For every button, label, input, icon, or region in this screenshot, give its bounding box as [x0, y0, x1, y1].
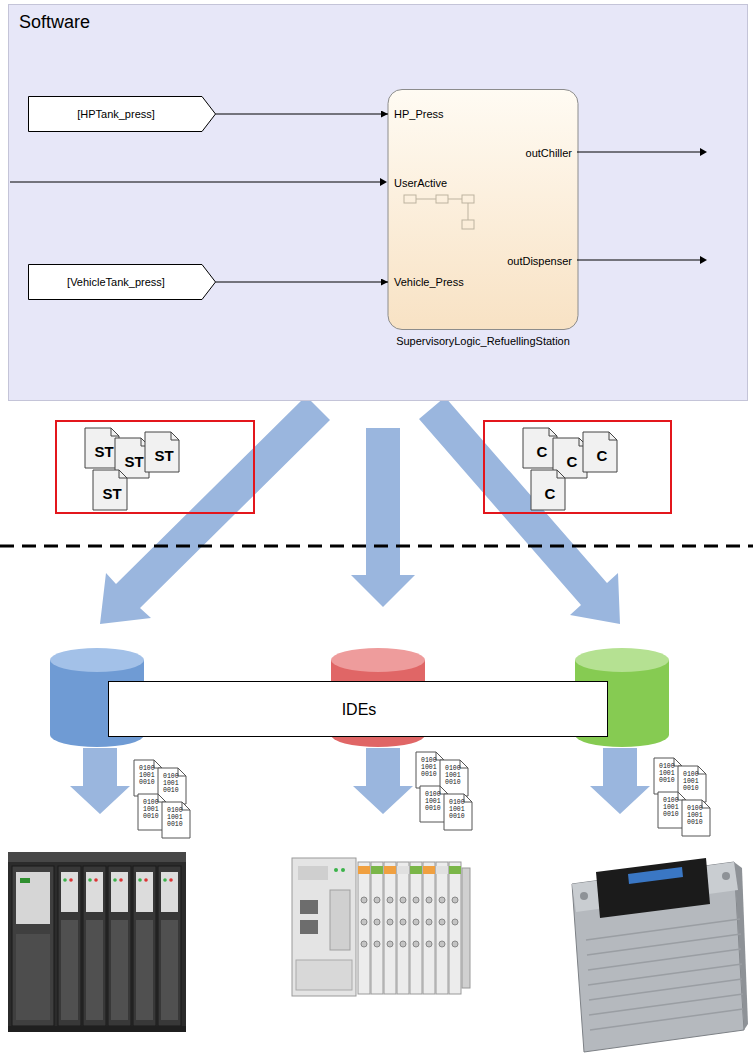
plc-controller: [8, 852, 186, 1032]
tag-outline: [29, 265, 216, 300]
flow-arrow: [100, 396, 330, 624]
file-type-letter: C: [545, 485, 556, 502]
c-file-icons: [523, 428, 617, 510]
port-name: HP_Press: [394, 108, 444, 121]
binary-code: 0100 1001 0010: [659, 763, 675, 784]
st-file-icons: [85, 428, 179, 510]
binary-code: 0100 1001 0010: [425, 791, 441, 812]
binary-code: 0100 1001 0010: [449, 799, 465, 820]
software-panel: Software [HPTank_press] HP_Press outChiller…: [8, 4, 748, 401]
panel-title: Software: [19, 12, 90, 33]
signal-connector: [216, 114, 389, 115]
flow-arrow: [70, 748, 130, 814]
binary-code: 0100 1001 0010: [143, 799, 159, 820]
signal-tag: [VehicleTank_press]: [67, 276, 165, 289]
binary-file-icons: [134, 752, 710, 838]
st-files-box: STSTSTST: [55, 420, 255, 514]
state-chart-icon: [404, 195, 474, 229]
tag-outline: [29, 97, 216, 132]
port-name: Vehicle_Press: [394, 276, 464, 289]
signal-line: [577, 256, 707, 264]
stateflow-chart: HP_Press outChillerUserActive outDispenser…: [371, 89, 595, 351]
io-controller: [292, 858, 470, 996]
ecu-module: [572, 858, 748, 1052]
flow-arrow: [419, 397, 620, 624]
file-type-letter: ST: [94, 443, 113, 460]
chart-shape: [371, 89, 595, 351]
signal-tag: [HPTank_press]: [77, 108, 155, 121]
c-files-box: CCCC: [483, 420, 672, 514]
file-type-letter: C: [597, 447, 608, 464]
binary-code: 0100 1001 0010: [163, 773, 179, 794]
file-type-letter: C: [567, 453, 578, 470]
file-type-letter: ST: [154, 447, 173, 464]
port-name: outChiller: [526, 147, 572, 160]
binary-code: 0100 1001 0010: [139, 765, 155, 786]
separator-line: [0, 545, 753, 548]
flow-arrow: [590, 748, 650, 814]
goto-tag-block: [HPTank_press]: [28, 96, 216, 132]
flow-arrow: [351, 428, 415, 607]
ide-label: IDEs: [342, 701, 377, 719]
goto-tag-block: [VehicleTank_press]: [28, 264, 216, 300]
file-type-letter: ST: [102, 485, 121, 502]
signal-line: [577, 148, 707, 156]
file-type-letter: ST: [124, 453, 143, 470]
signal-connector: [216, 282, 389, 283]
ide-box: IDEs: [108, 681, 608, 737]
binary-code: 0100 1001 0010: [687, 805, 703, 826]
binary-code: 0100 1001 0010: [167, 807, 183, 828]
signal-line: [10, 178, 387, 186]
binary-code: 0100 1001 0010: [663, 797, 679, 818]
binary-code: 0100 1001 0010: [421, 757, 437, 778]
file-type-letter: C: [537, 443, 548, 460]
chart-outline: [388, 90, 578, 330]
flow-arrow: [353, 748, 413, 814]
binary-code: 0100 1001 0010: [683, 771, 699, 792]
binary-code: 0100 1001 0010: [445, 765, 461, 786]
chart-name: SupervisoryLogic_RefuellingStation: [396, 335, 570, 348]
port-name: outDispenser: [507, 255, 572, 268]
port-name: UserActive: [394, 177, 447, 190]
